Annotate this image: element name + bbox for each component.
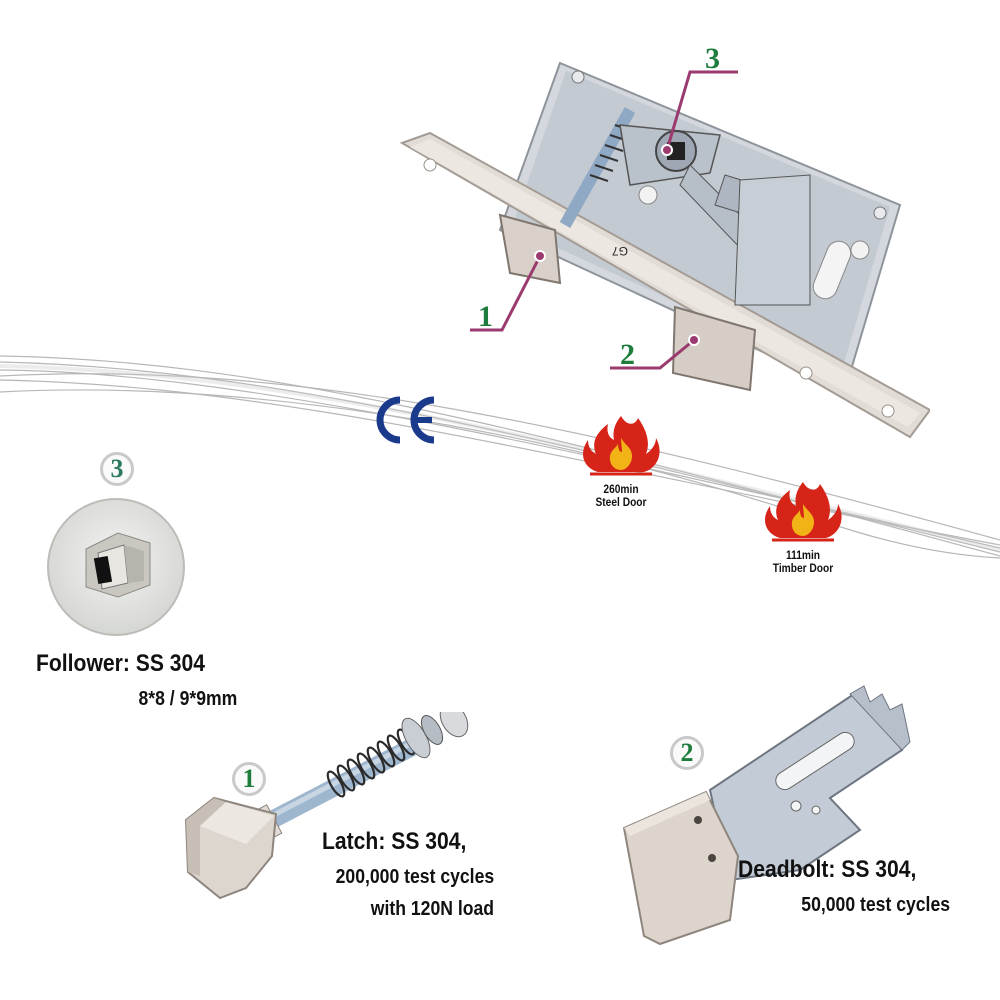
fire-rating-timber-duration: 111min	[785, 548, 821, 562]
follower-photo	[46, 497, 186, 637]
ce-mark-icon	[370, 394, 440, 446]
callout-2-label: 2	[620, 338, 635, 371]
fire-rating-steel: 260min Steel Door	[576, 414, 666, 509]
deadbolt-photo	[620, 680, 920, 970]
follower-size: 8*8 / 9*9mm	[138, 688, 237, 710]
case-stamp: G7	[612, 244, 628, 258]
deadbolt-number-badge: 2	[670, 736, 704, 770]
deadbolt-test-cycles: 50,000 test cycles	[801, 894, 950, 916]
fire-rating-timber-door: Timber Door	[772, 561, 834, 575]
follower-title: Follower: SS 304	[36, 650, 206, 677]
deadbolt-title: Deadbolt: SS 304,	[738, 856, 917, 883]
fire-rating-steel-door: Steel Door	[595, 495, 647, 509]
follower-number-badge: 3	[100, 452, 134, 486]
latch-number-badge: 1	[232, 762, 266, 796]
fire-icon	[765, 482, 842, 542]
fire-rating-steel-duration: 260min	[603, 482, 639, 496]
callout-3-label: 3	[705, 42, 720, 75]
latch-test-cycles: 200,000 test cycles	[335, 866, 494, 888]
callout-1-label: 1	[478, 300, 493, 333]
latch-load: with 120N load	[370, 898, 494, 920]
fire-rating-timber: 111min Timber Door	[758, 480, 848, 575]
fire-icon	[583, 416, 660, 476]
mortise-lock-body: G7	[399, 61, 930, 439]
latch-title: Latch: SS 304,	[322, 828, 467, 855]
latch-photo	[176, 702, 476, 942]
